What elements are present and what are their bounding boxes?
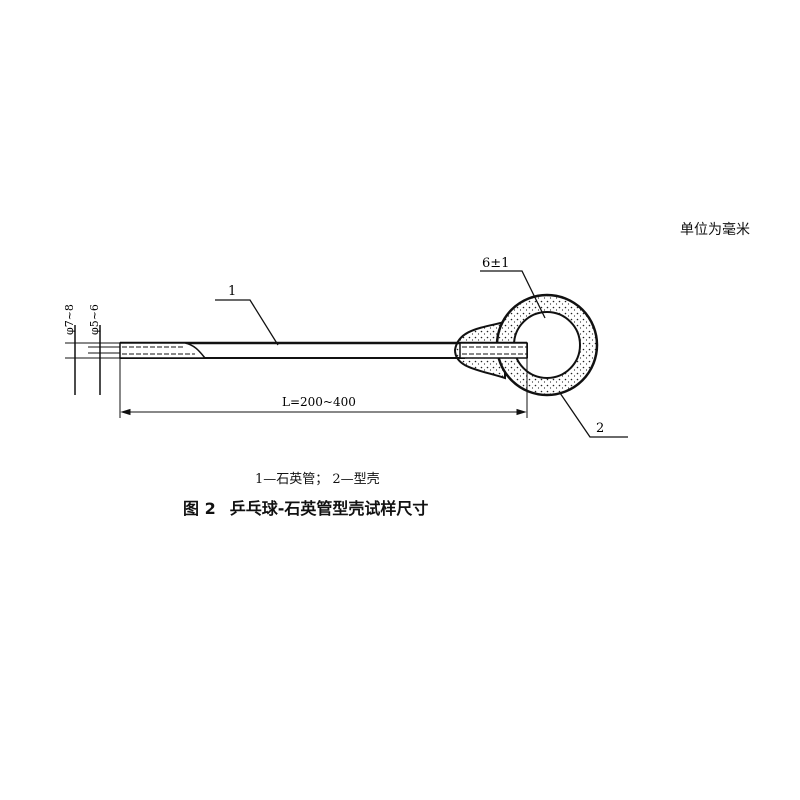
label-length: L=200~400 — [282, 395, 356, 409]
figure-caption: 乒乓球-石英管型壳试样尺寸 — [229, 499, 429, 518]
label-part1: 1 — [228, 284, 236, 299]
label-outer-dia: φ7~8 — [63, 304, 76, 335]
legend: 1—石英管； 2—型壳 — [255, 472, 380, 487]
shell — [453, 293, 599, 397]
leaders — [215, 270, 628, 438]
label-inner-dia: φ5~6 — [88, 304, 101, 335]
quartz-tube — [119, 341, 528, 359]
diameter-dims — [65, 325, 120, 395]
figure-number: 图 2 — [183, 499, 216, 518]
unit-note: 单位为毫米 — [680, 222, 750, 238]
label-part2: 2 — [596, 421, 604, 436]
length-dim — [119, 358, 528, 418]
figure-title: 图 2 乒乓球-石英管型壳试样尺寸 — [183, 495, 442, 519]
label-ring-dim: 6±1 — [482, 256, 509, 271]
